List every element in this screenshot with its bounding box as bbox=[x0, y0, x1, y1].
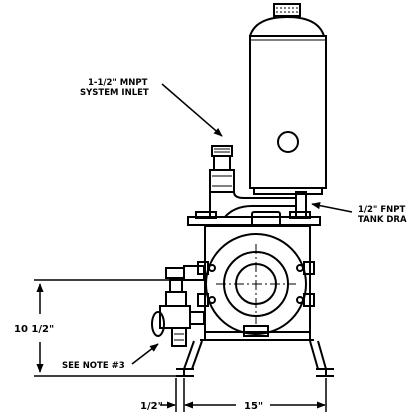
inlet-threads-top bbox=[211, 145, 233, 157]
tank-body bbox=[249, 35, 327, 189]
tank-dome bbox=[249, 15, 325, 37]
tank-top-fitting bbox=[273, 3, 301, 17]
expansion-tank bbox=[249, 3, 327, 195]
tank-drain-label-1: 1/2" FNPT bbox=[358, 205, 405, 215]
system-inlet-leader bbox=[161, 83, 223, 137]
see-note-leader bbox=[131, 343, 159, 365]
valve-assembly bbox=[151, 265, 205, 347]
tank-drain-leader bbox=[311, 202, 353, 213]
tank-drain-label-2: TANK DRAIN bbox=[358, 215, 407, 225]
inlet-nipple bbox=[209, 169, 235, 193]
system-inlet-label-2: SYSTEM INLET bbox=[80, 88, 149, 98]
pump-volute bbox=[205, 233, 307, 335]
height-dimension-label: 10 1/2" bbox=[14, 324, 54, 335]
base-width-dimension-label: 15" bbox=[244, 401, 263, 412]
dimension-lines bbox=[34, 279, 327, 412]
callout-leaders bbox=[131, 83, 353, 365]
system-inlet-label-1: 1-1/2" MNPT bbox=[88, 78, 148, 88]
valve-body bbox=[165, 291, 187, 307]
valve-handwheel bbox=[151, 311, 165, 337]
see-note-label: SEE NOTE #3 bbox=[62, 361, 125, 371]
base-frame bbox=[176, 339, 334, 377]
system-inlet-fitting bbox=[209, 145, 307, 219]
left-offset-dimension-label: 1/2" bbox=[140, 401, 163, 412]
tank-sight-port bbox=[277, 131, 299, 153]
tank-drain-fitting bbox=[295, 191, 307, 219]
pump-housing bbox=[197, 225, 315, 341]
